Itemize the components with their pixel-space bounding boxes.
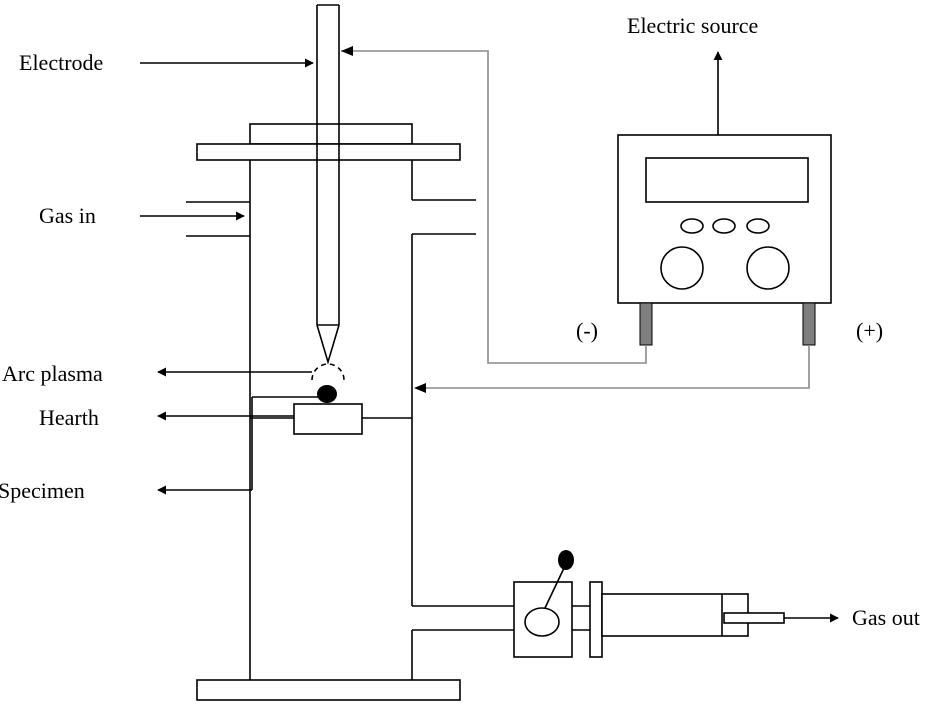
hearth <box>293 403 363 435</box>
outlet-flange <box>589 581 603 658</box>
terminal-negative <box>639 302 653 346</box>
small-knob-3 <box>746 218 770 234</box>
outlet-nozzle <box>723 612 785 624</box>
positive-wire-arrowhead <box>414 383 426 393</box>
hearth-label: Hearth <box>39 405 99 430</box>
electrode-label: Electrode <box>19 50 103 75</box>
negative-wire-arrowhead <box>341 46 353 56</box>
specimen-button <box>317 385 337 403</box>
plus-terminal-label: (+) <box>856 318 883 343</box>
minus-terminal-label: (-) <box>576 318 598 343</box>
positive-wire <box>416 345 810 389</box>
gas-out-pipe <box>412 605 514 631</box>
small-knob-1 <box>680 218 704 234</box>
valve-lever <box>544 565 566 609</box>
top-flange <box>196 143 461 161</box>
negative-wire <box>341 50 647 364</box>
gas-in-pipe <box>186 201 250 237</box>
source-display <box>645 157 809 203</box>
large-knob-left <box>660 246 704 290</box>
valve-wheel <box>524 607 560 637</box>
top-cap <box>249 123 413 145</box>
gas-out-label: Gas out <box>852 605 920 630</box>
right-port <box>412 199 476 235</box>
electrode <box>316 4 340 365</box>
base-plate <box>196 679 461 701</box>
gas-in-label: Gas in <box>39 203 96 228</box>
small-knob-2 <box>712 218 736 234</box>
valve-handle-knob <box>558 550 574 570</box>
valve-to-flange <box>572 605 590 631</box>
arc-plasma-glow <box>311 363 345 381</box>
electric-source-label: Electric source <box>627 13 758 38</box>
electric-source-box <box>617 134 832 304</box>
specimen-label: Specimen <box>0 478 85 503</box>
large-knob-right <box>746 246 790 290</box>
terminal-positive <box>802 302 816 346</box>
arc-plasma-label: Arc plasma <box>2 361 103 386</box>
chamber <box>249 160 413 680</box>
